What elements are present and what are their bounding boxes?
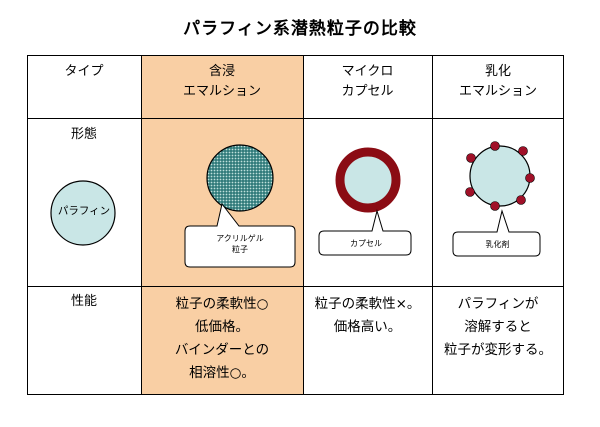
form-row-label: 形態 bbox=[70, 127, 97, 142]
performance-impregnated: 粒子の柔軟性○ 低価格。 バインダーとの 相溶性○。 bbox=[174, 296, 270, 381]
performance-row-label: 性能 bbox=[70, 294, 97, 309]
diagram-title: パラフィン系潜熱粒子の比較 bbox=[183, 19, 417, 39]
column-divider bbox=[432, 55, 433, 395]
performance-microcapsule: 粒子の柔軟性×。 価格高い。 bbox=[314, 296, 421, 335]
header-emulsified-emulsion: 乳化 エマルション bbox=[458, 64, 537, 99]
row-divider bbox=[27, 286, 564, 287]
emulsifier-callout: 乳化剤 bbox=[485, 240, 510, 249]
emulsifier-dots bbox=[465, 141, 535, 211]
capsule-shell bbox=[335, 147, 401, 213]
paraffin-particle bbox=[50, 180, 116, 246]
acrylic-gel-particle bbox=[206, 144, 274, 212]
capsule-callout: カプセル bbox=[350, 239, 382, 248]
paraffin-label: パラフィン bbox=[57, 205, 111, 217]
column-divider bbox=[303, 55, 304, 395]
header-microcapsule: マイクロ カプセル bbox=[341, 64, 394, 99]
type-header: タイプ bbox=[64, 64, 104, 79]
capsule-callout-bubble bbox=[318, 209, 412, 256]
acrylic-gel-callout: アクリルゲル 粒子 bbox=[216, 234, 264, 254]
column-divider bbox=[141, 55, 142, 395]
gel-callout-bubble bbox=[184, 202, 296, 268]
performance-emulsified: パラフィンが 溶解すると 粒子が変形する。 bbox=[444, 296, 552, 358]
form-diagrams bbox=[50, 141, 541, 268]
comparison-table bbox=[27, 55, 564, 395]
emulsifier-callout-bubble bbox=[452, 209, 541, 257]
header-impregnated-emulsion: 含浸 エマルション bbox=[182, 64, 261, 99]
row-divider bbox=[27, 118, 564, 119]
